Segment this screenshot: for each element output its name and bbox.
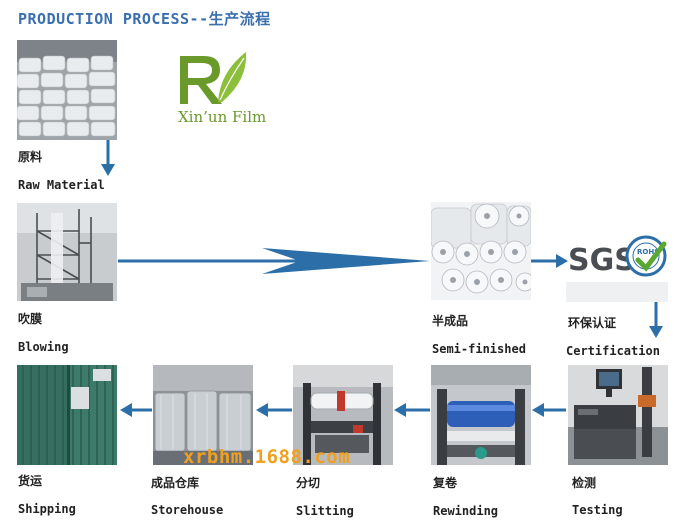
blowing-label-en: Blowing (18, 340, 69, 354)
testing-label-cn: 检测 (572, 476, 597, 490)
shipping-label-en: Shipping (18, 502, 76, 516)
watermark-text: xrbhm.1688.com (183, 446, 351, 468)
raw-material-label-cn: 原料 (18, 150, 43, 164)
semi-finished-label-cn: 半成品 (432, 314, 469, 328)
certification-photo: SGS ROHS (566, 222, 668, 302)
storehouse-photo (153, 365, 253, 465)
rewinding-label-en: Rewinding (433, 504, 499, 518)
semi-finished-photo (431, 202, 531, 300)
slitting-label-en: Slitting (296, 504, 354, 518)
rewinding-photo (431, 365, 531, 465)
storehouse-label-cn: 成品仓库 (151, 476, 200, 490)
rohs-seal-text: ROHS (637, 248, 659, 256)
certification-label-en: Certification (566, 344, 660, 358)
leaf-r-logo-icon (180, 52, 247, 104)
blowing-label-cn: 吹膜 (18, 312, 43, 326)
raw-material-photo (17, 40, 117, 140)
checkmark-icon (635, 241, 667, 272)
rewinding-label-cn: 复卷 (433, 476, 458, 490)
shipping-photo (17, 365, 117, 465)
page-title: PRODUCTION PROCESS--生产流程 (18, 10, 271, 28)
certification-label-cn: 环保认证 (568, 316, 617, 330)
testing-photo (568, 365, 668, 465)
shipping-label-cn: 货运 (18, 474, 43, 488)
semi-finished-label-en: Semi-finished (432, 342, 526, 356)
storehouse-label-en: Storehouse (151, 503, 224, 517)
logo-brand-text: Xin’un Film (178, 108, 267, 126)
company-logo: Xin’un Film (168, 46, 268, 132)
testing-label-en: Testing (572, 503, 623, 517)
slitting-photo (293, 365, 393, 465)
sgs-badge-text: SGS (568, 243, 636, 278)
raw-material-label-en: Raw Material (18, 178, 105, 192)
blowing-photo (17, 203, 117, 301)
slitting-label-cn: 分切 (296, 476, 321, 490)
